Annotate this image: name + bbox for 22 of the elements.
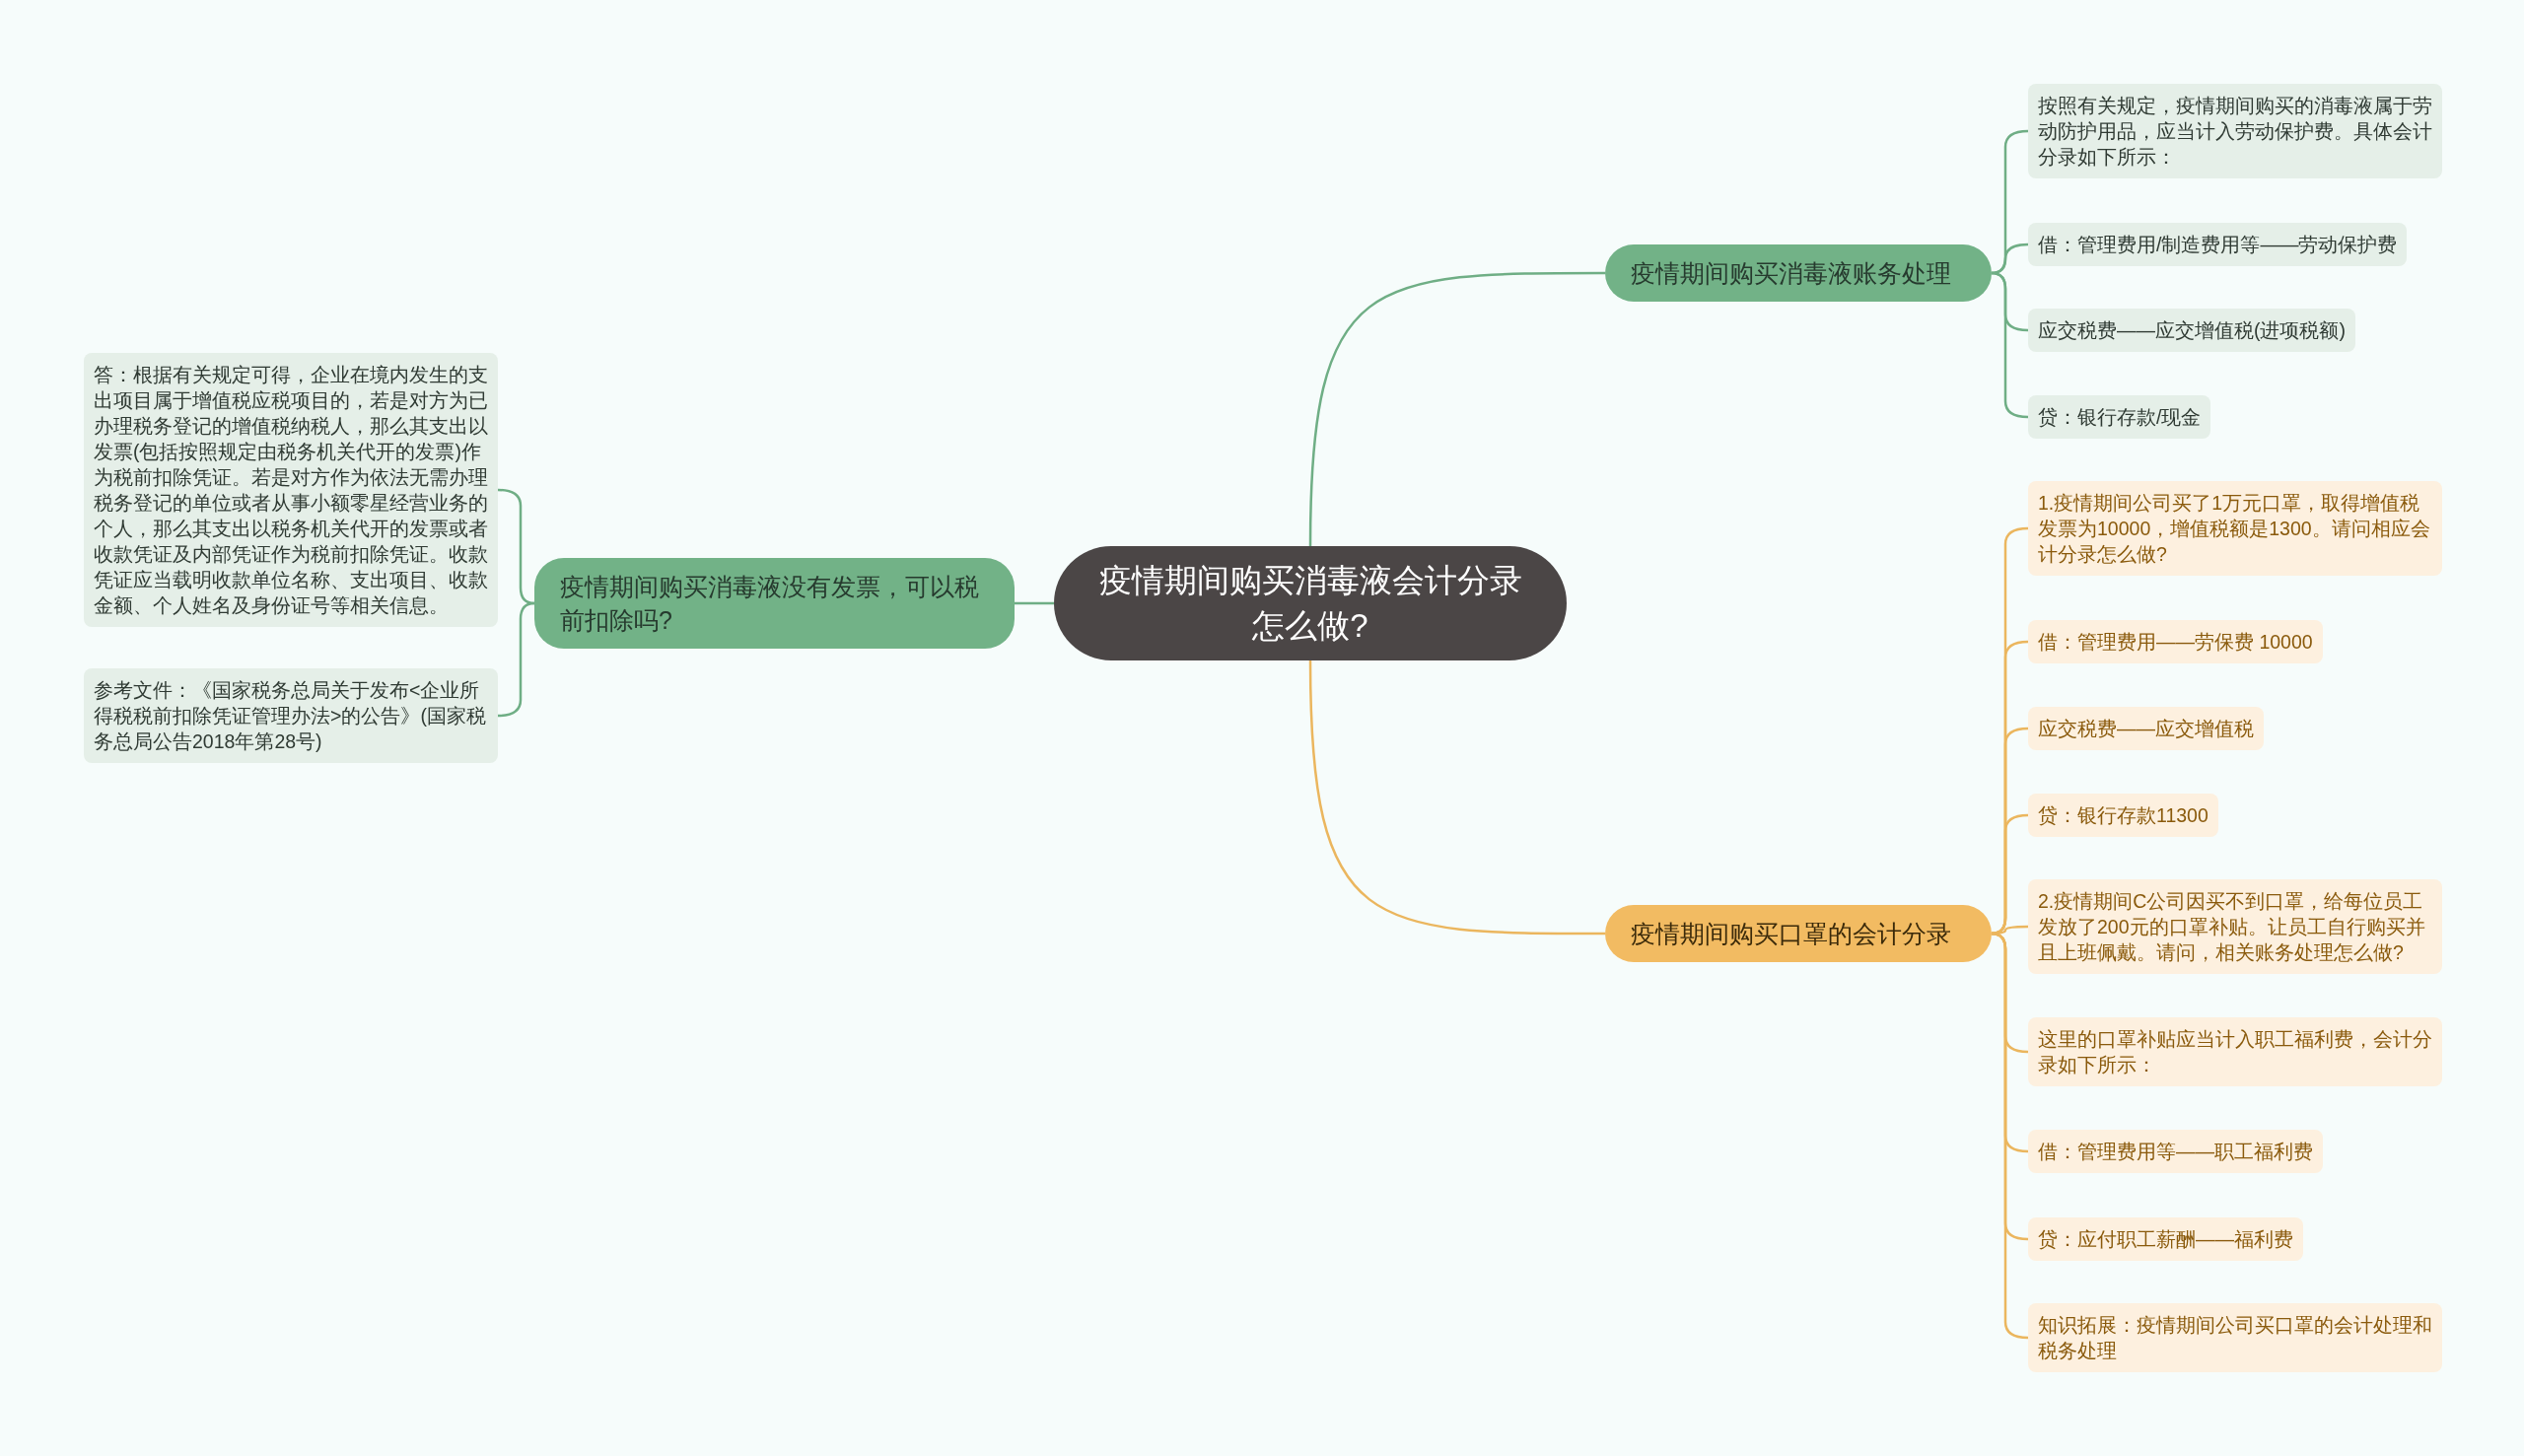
- note-box: 参考文件：《国家税务总局关于发布<企业所得税税前扣除凭证管理办法>的公告》(国家税务总局公告2018年第28号): [84, 668, 498, 763]
- note-box: 2.疫情期间C公司因买不到口罩，给每位员工发放了200元的口罩补贴。让员工自行购买并且上班佩戴。请问，相关账务处理怎么做?: [2028, 879, 2442, 974]
- note-box: 1.疫情期间公司买了1万元口罩，取得增值税发票为10000，增值税额是1300。请问相应会计分录怎么做?: [2028, 481, 2442, 576]
- topic-box: 疫情期间购买消毒液会计分录怎么做?: [1054, 546, 1567, 660]
- note-box: 借：管理费用——劳保费 10000: [2028, 620, 2323, 663]
- note-box: 答：根据有关规定可得，企业在境内发生的支出项目属于增值税应税项目的，若是对方为已办理税务登记的增值税纳税人，那么其支出以发票(包括按照规定由税务机关代开的发票)作为税前扣除凭证。若是对方作为依法无需办理税务登记的单位或者从事小额零星经营业务的个人，那么其支出以税务机关代开的发票或者收款凭证及内部凭证作为税前扣除凭证。收款凭证应当载明收款单位名称、支出项目、收款金额、个人姓名及身份证号等相关信息。: [84, 353, 498, 627]
- branch-box: 疫情期间购买消毒液没有发票，可以税前扣除吗?: [534, 558, 1015, 649]
- note-box: 贷：银行存款11300: [2028, 794, 2218, 837]
- branch-box: 疫情期间购买消毒液账务处理: [1605, 244, 1992, 302]
- branch-box: 疫情期间购买口罩的会计分录: [1605, 905, 1992, 962]
- note-box: 这里的口罩补贴应当计入职工福利费，会计分录如下所示：: [2028, 1017, 2442, 1086]
- note-box: 应交税费——应交增值税(进项税额): [2028, 309, 2355, 352]
- note-box: 贷：银行存款/现金: [2028, 395, 2211, 439]
- note-box: 借：管理费用等——职工福利费: [2028, 1130, 2323, 1173]
- connector-line: [1308, 271, 1605, 547]
- note-box: 贷：应付职工薪酬——福利费: [2028, 1217, 2303, 1261]
- note-box: 应交税费——应交增值税: [2028, 707, 2264, 750]
- connector-line: [1308, 659, 1605, 936]
- connector-line: [1015, 601, 1054, 605]
- note-box: 借：管理费用/制造费用等——劳动保护费: [2028, 223, 2408, 266]
- note-box: 知识拓展：疫情期间公司买口罩的会计处理和税务处理: [2028, 1303, 2442, 1372]
- note-box: 按照有关规定，疫情期间购买的消毒液属于劳动防护用品，应当计入劳动保护费。具体会计分录如下所示：: [2028, 84, 2442, 178]
